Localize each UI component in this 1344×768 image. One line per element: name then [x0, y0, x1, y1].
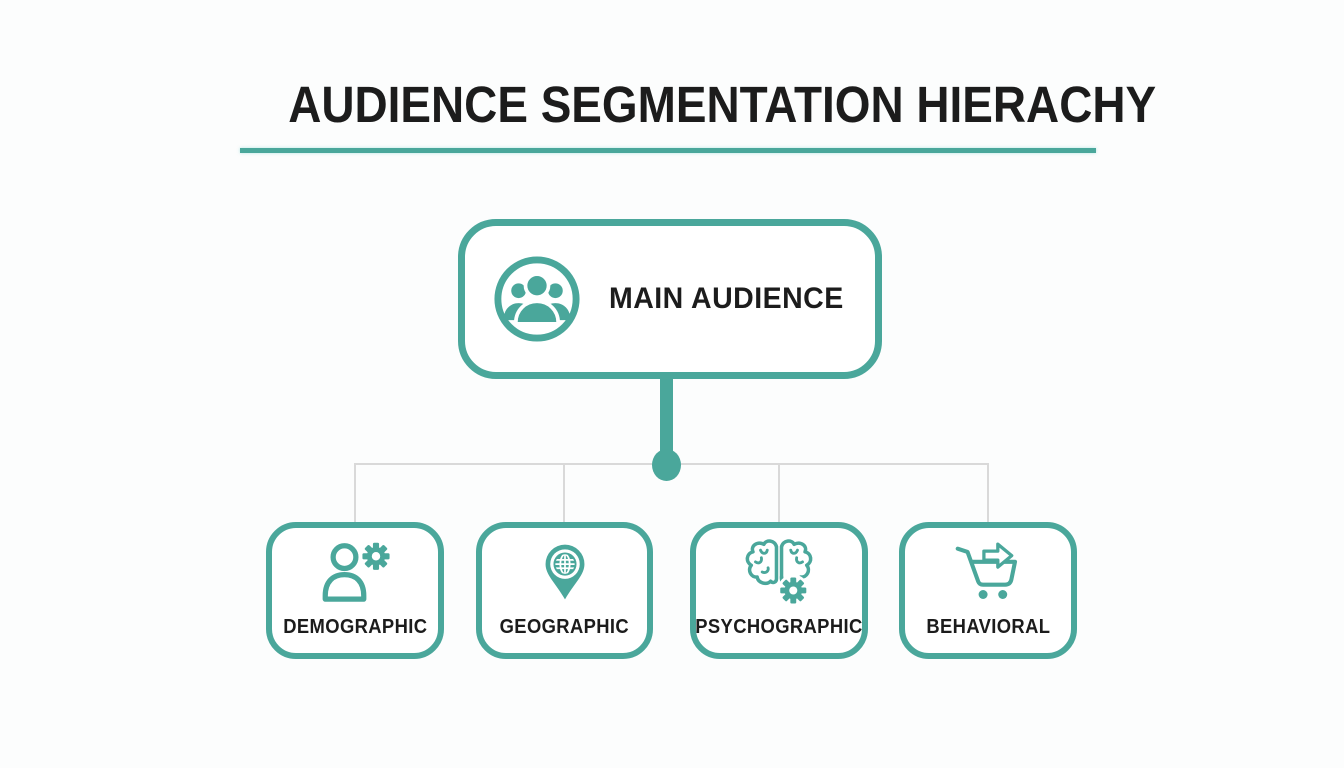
connector-dot [652, 449, 681, 481]
brain-gear-icon [745, 539, 813, 607]
psychographic-icon-wrap [737, 536, 821, 608]
title-underline [240, 148, 1096, 153]
child-node-label: PSYCHOGRAPHIC [695, 616, 863, 638]
child-node-psychographic: PSYCHOGRAPHIC [690, 522, 868, 659]
root-node-main-audience: MAIN AUDIENCE [458, 219, 882, 379]
child-node-label: BEHAVIORAL [926, 616, 1050, 638]
root-node-label: MAIN AUDIENCE [609, 282, 844, 315]
demographic-icon-wrap [315, 536, 395, 608]
drop-connector-demographic [354, 464, 356, 522]
child-node-label: GEOGRAPHIC [499, 616, 630, 638]
root-stem-connector [660, 372, 673, 460]
person-gear-icon [322, 542, 390, 602]
drop-connector-geographic [563, 464, 565, 522]
people-group-icon [494, 256, 580, 342]
globe-pin-icon [545, 544, 584, 600]
drop-connector-psychographic [778, 464, 780, 522]
geographic-icon-wrap [529, 536, 601, 608]
page-title: AUDIENCE SEGMENTATION HIERACHY [288, 76, 1157, 133]
behavioral-icon-wrap [943, 536, 1033, 608]
child-node-demographic: DEMOGRAPHIC [266, 522, 444, 659]
child-node-geographic: GEOGRAPHIC [476, 522, 653, 659]
cart-arrow-icon [955, 542, 1018, 599]
child-node-behavioral: BEHAVIORAL [899, 522, 1077, 659]
page-title-wrap: AUDIENCE SEGMENTATION HIERACHY [240, 78, 1156, 132]
child-node-label: DEMOGRAPHIC [282, 616, 428, 638]
drop-connector-behavioral [987, 464, 989, 522]
